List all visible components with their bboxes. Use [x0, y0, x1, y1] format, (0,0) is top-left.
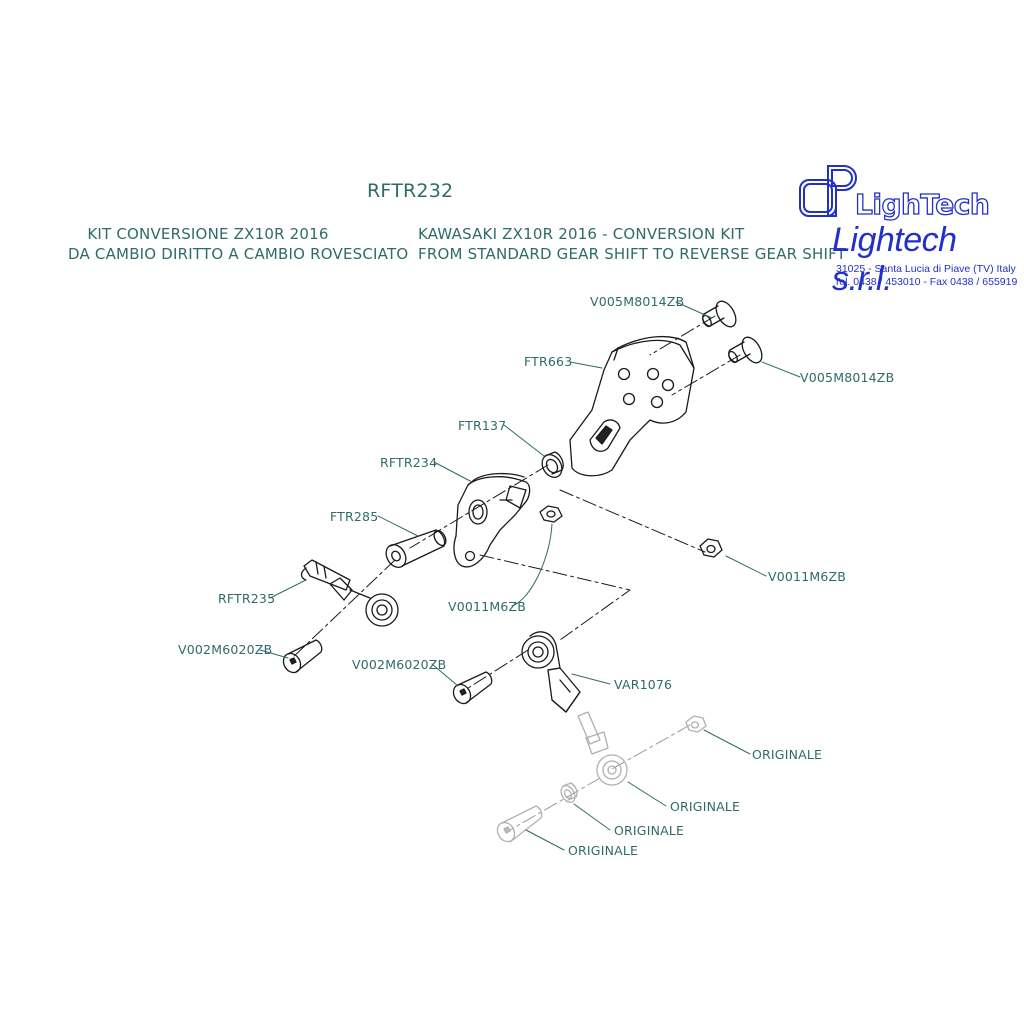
label-screw-top: V005M8014ZB	[590, 294, 685, 309]
leader-rftr234	[433, 461, 473, 483]
label-original-2: ORIGINALE	[670, 799, 741, 814]
label-rftr235: RFTR235	[218, 591, 276, 606]
original-parts-group	[496, 711, 707, 843]
axis-line-link	[479, 554, 631, 641]
bolt-left-part	[282, 639, 323, 674]
axis-line-nut-right	[559, 489, 706, 553]
nut-right-part	[699, 538, 723, 558]
italian-description: KIT CONVERSIONE ZX10R 2016 DA CAMBIO DIR…	[68, 224, 409, 264]
company-contacts: Tel. 0438 / 453010 - Fax 0438 / 655919	[834, 276, 1018, 288]
english-line-1: KAWASAKI ZX10R 2016 - CONVERSION KIT	[418, 225, 745, 243]
ftr285-spacer-part	[385, 529, 447, 568]
label-original-3: ORIGINALE	[614, 823, 685, 838]
label-bolt-left: V002M6020ZB	[178, 642, 273, 657]
leader-rftr235	[269, 579, 307, 599]
axis-line-bolt-center	[461, 649, 529, 693]
axis-line-original-nut	[609, 724, 691, 771]
company-name: Lightech s.r.l.	[832, 221, 957, 298]
label-rftr234: RFTR234	[380, 455, 438, 470]
bolt-center-part	[452, 671, 493, 705]
original-spacer	[560, 782, 578, 804]
leader-nut-center	[511, 523, 553, 607]
label-bolt-center: V002M6020ZB	[352, 657, 447, 672]
axis-line-main	[409, 464, 549, 549]
label-nut-right: V0011M6ZB	[768, 569, 847, 584]
label-nut-center: V0011M6ZB	[448, 599, 527, 614]
italian-line-2: DA CAMBIO DIRITTO A CAMBIO ROVESCIATO	[68, 245, 409, 263]
leader-ftr137	[503, 424, 545, 457]
label-original-4: ORIGINALE	[568, 843, 639, 858]
label-var1076: VAR1076	[614, 677, 673, 692]
original-nut	[685, 715, 707, 733]
italian-line-1: KIT CONVERSIONE ZX10R 2016	[87, 225, 329, 243]
leader-bolt-center	[431, 663, 459, 687]
rftr234-lever-part	[453, 472, 531, 568]
label-ftr137: FTR137	[458, 418, 507, 433]
ftr137-bushing-part	[541, 451, 564, 478]
leader-bolt-left	[259, 649, 289, 659]
leader-ftr663	[569, 361, 603, 369]
leader-orig3	[573, 803, 611, 831]
original-bolt	[496, 805, 543, 843]
label-original-1: ORIGINALE	[752, 747, 823, 762]
leader-nut-right	[725, 555, 767, 577]
leader-orig2	[627, 781, 667, 807]
kit-code: RFTR232	[367, 180, 454, 202]
leader-var1076	[571, 673, 611, 685]
company-address: 31025 - Santa Lucia di Piave (TV) Italy	[836, 263, 1016, 275]
brand-logo-text: LighTech	[854, 187, 990, 221]
leader-orig1	[703, 729, 751, 755]
english-line-2: FROM STANDARD GEAR SHIFT TO REVERSE GEAR…	[418, 245, 846, 263]
screw-top-part	[702, 300, 737, 328]
original-link-rod	[577, 711, 628, 786]
ftr663-plate-part	[569, 335, 695, 477]
rftr235-rod-end-part	[300, 559, 399, 627]
screw-right-part	[728, 336, 763, 364]
leader-orig4	[525, 829, 565, 851]
leader-screw-top	[675, 301, 713, 319]
leader-ftr285	[377, 515, 419, 537]
nut-center-part	[539, 505, 563, 523]
label-screw-right: V005M8014ZB	[800, 370, 895, 385]
var1076-rod-end-part	[521, 631, 581, 713]
label-ftr285: FTR285	[330, 509, 379, 524]
english-description: KAWASAKI ZX10R 2016 - CONVERSION KIT FRO…	[418, 224, 846, 264]
label-ftr663: FTR663	[524, 354, 573, 369]
axis-line-rod	[289, 559, 396, 661]
axis-line-screw-right	[671, 354, 741, 396]
leader-screw-right	[761, 361, 801, 378]
axis-line-original-bolt	[509, 777, 601, 831]
